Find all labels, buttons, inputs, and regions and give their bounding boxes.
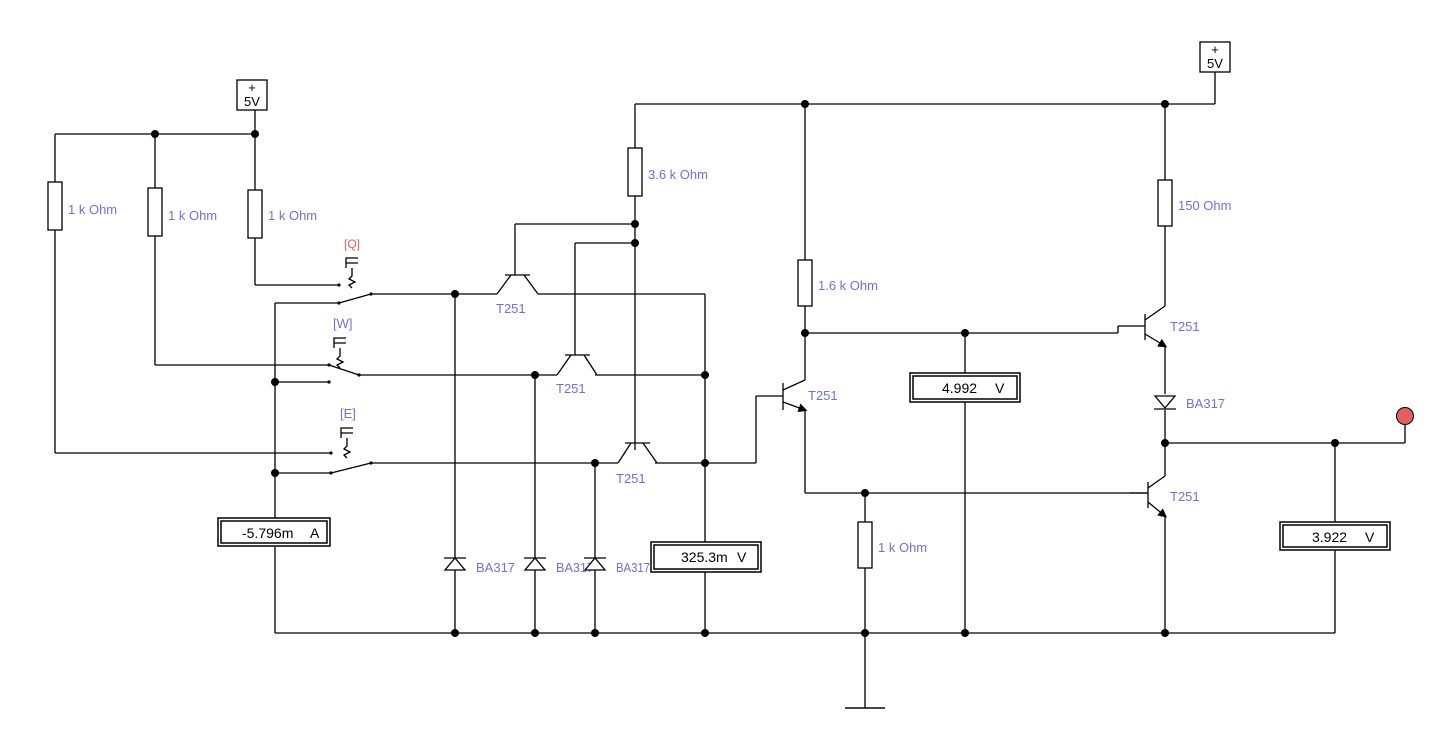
supply-right: + 5V [1199, 41, 1231, 73]
transistor-t4-label: T251 [808, 388, 838, 403]
resistor-r7-label: 1 k Ohm [878, 540, 927, 555]
diode-d3-label: BA317 [616, 560, 650, 575]
supply-right-value: 5V [1207, 56, 1223, 71]
supply-left: + 5V [236, 79, 268, 111]
diode-d3[interactable]: BA317 [583, 556, 650, 575]
diode-d2[interactable]: BA317 [523, 556, 594, 575]
voltmeter-output-unit: V [1365, 529, 1375, 545]
voltmeter-mid-unit: V [995, 380, 1005, 396]
output-probe-icon[interactable] [1396, 407, 1414, 425]
resistor-r5-label: 1.6 k Ohm [818, 278, 878, 293]
supply-left-plus: + [248, 80, 256, 95]
switch-e-label: [E] [340, 406, 356, 421]
diode-d2-label: BA317 [556, 560, 594, 575]
resistor-r6-label: 150 Ohm [1178, 198, 1231, 213]
transistor-t2-label: T251 [556, 381, 586, 396]
resistor-r3-label: 1 k Ohm [268, 208, 317, 223]
transistor-t4[interactable]: T251 [782, 379, 838, 413]
resistor-r5[interactable]: 1.6 k Ohm [797, 259, 878, 307]
switch-w[interactable]: [W] [327, 316, 361, 384]
transistor-t2[interactable]: T251 [556, 354, 598, 396]
junction-dots [151, 100, 1339, 637]
diode-d4[interactable]: BA317 [1153, 395, 1225, 411]
transistor-t1[interactable]: T251 [496, 274, 539, 316]
transistor-t6-label: T251 [1170, 489, 1200, 504]
switch-w-label: [W] [333, 316, 353, 331]
transistor-t3-label: T251 [616, 471, 646, 486]
diode-d1-label: BA317 [476, 560, 515, 575]
resistor-r4-label: 3.6 k Ohm [648, 167, 708, 182]
voltmeter-center-unit: V [737, 549, 747, 565]
supply-right-plus: + [1211, 42, 1219, 57]
resistor-r7[interactable]: 1 k Ohm [857, 521, 927, 569]
resistor-r2-label: 1 k Ohm [168, 208, 217, 223]
transistor-t1-label: T251 [496, 301, 526, 316]
voltmeter-mid[interactable]: 4.992 V [909, 372, 1021, 403]
wires [54, 70, 1406, 709]
voltmeter-center[interactable]: 325.3m V [650, 541, 762, 573]
resistor-r6[interactable]: 150 Ohm [1157, 179, 1231, 227]
transistor-t6[interactable]: T251 [1147, 475, 1200, 518]
resistor-r1-label: 1 k Ohm [68, 202, 117, 217]
ammeter-unit: A [310, 525, 320, 541]
diode-d1[interactable]: BA317 [443, 556, 515, 575]
switch-q[interactable]: [Q] [337, 237, 373, 305]
switch-e[interactable]: [E] [329, 406, 373, 475]
ammeter[interactable]: -5.796m A [217, 517, 331, 547]
voltmeter-output-value: 3.922 [1312, 529, 1347, 545]
diode-d4-label: BA317 [1186, 396, 1225, 411]
voltmeter-output[interactable]: 3.922 V [1279, 521, 1391, 551]
supply-left-value: 5V [244, 94, 260, 109]
resistor-r3[interactable]: 1 k Ohm [247, 189, 317, 239]
resistor-r1[interactable]: 1 k Ohm [47, 181, 117, 231]
ammeter-value: -5.796m [242, 525, 293, 541]
transistor-t3[interactable]: T251 [616, 442, 658, 486]
voltmeter-center-value: 325.3m [681, 549, 728, 565]
resistor-r4[interactable]: 3.6 k Ohm [627, 147, 708, 197]
transistor-t5[interactable]: T251 [1144, 305, 1200, 348]
resistor-r2[interactable]: 1 k Ohm [147, 187, 217, 237]
transistor-t5-label: T251 [1170, 319, 1200, 334]
switch-q-label: [Q] [344, 237, 360, 251]
voltmeter-mid-value: 4.992 [942, 380, 977, 396]
